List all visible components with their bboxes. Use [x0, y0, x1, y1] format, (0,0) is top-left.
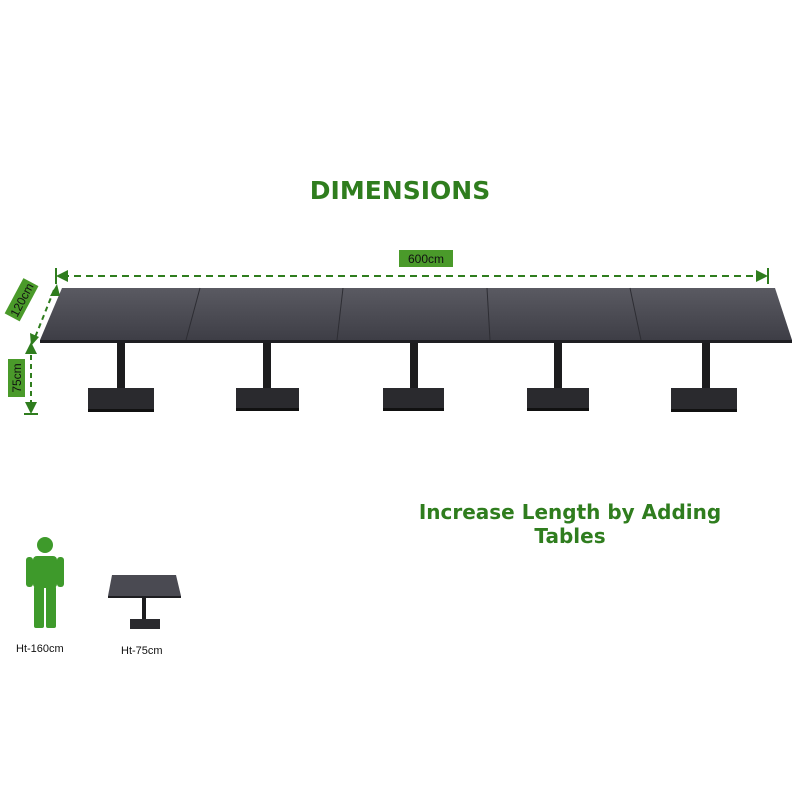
table-leg: [236, 343, 299, 411]
height-label: 75cm: [10, 363, 24, 392]
table-leg: [88, 343, 154, 412]
length-dimension: 600cm: [55, 250, 769, 284]
page-title: DIMENSIONS: [309, 176, 491, 205]
table-top: [40, 288, 792, 340]
table-seam: [629, 287, 642, 341]
length-label: 600cm: [408, 252, 444, 266]
table-seam: [185, 287, 201, 341]
table-height-caption: Ht-75cm: [121, 645, 163, 657]
table-leg: [671, 343, 737, 412]
table-seam: [486, 287, 491, 341]
person-height-caption: Ht-160cm: [16, 643, 64, 655]
person-icon: [26, 537, 64, 628]
subtitle: Increase Length by Adding Tables: [418, 500, 722, 548]
width-label: 120cm: [7, 281, 36, 319]
single-table-icon: [108, 575, 181, 629]
height-dimension: 75cm: [8, 342, 38, 415]
table-seam: [336, 287, 344, 341]
table-top-edge: [40, 340, 792, 343]
table-leg: [527, 343, 589, 411]
table-leg: [383, 343, 444, 411]
